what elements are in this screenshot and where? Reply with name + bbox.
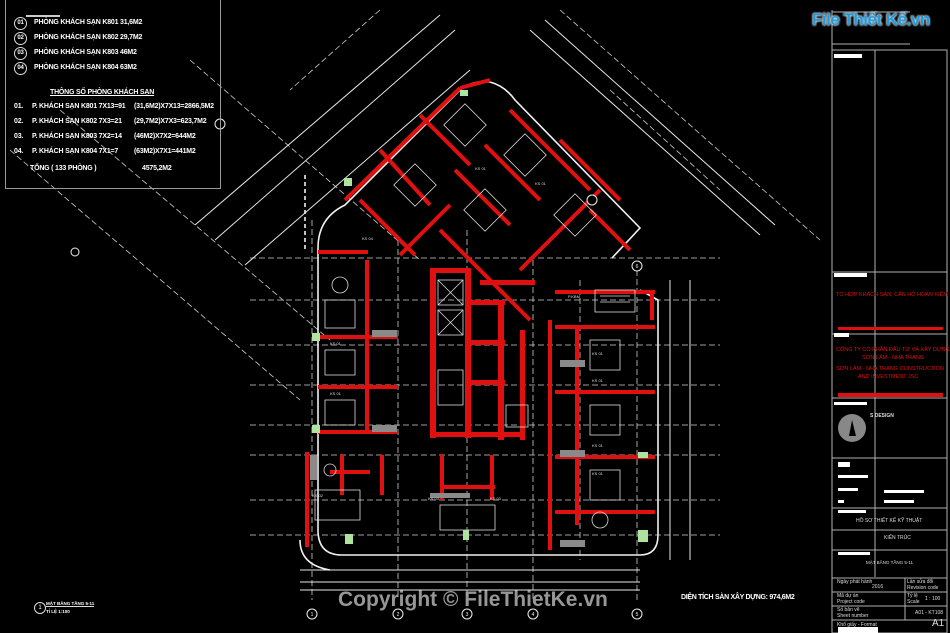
stats-num: 03. — [14, 133, 24, 140]
room-labels: KS 01 KS 01 KS 02 KS 03 KS 03 KS 04 KS 0… — [312, 166, 604, 501]
copyright-watermark: Copyright © FileThietKe.vn — [338, 588, 608, 611]
owner-name-vn-1: CÔNG TY CỔ PHẦN ĐẦU TƯ VÀ XÂY DỰNG — [836, 347, 950, 353]
room-label: KS 03 — [490, 496, 502, 501]
title-block-red-bars — [838, 327, 943, 397]
paper-format: A1 — [932, 618, 945, 629]
stats-area: (63M2)X7X1=441M2 — [134, 148, 196, 155]
owner-name-vn-2: SƠN LÂM - NHA TRANG — [862, 355, 925, 361]
room-label: KS 04 — [362, 236, 374, 241]
design-stage: HỒ SƠ THIẾT KẾ KỸ THUẬT — [856, 518, 923, 524]
sheet-number: A01 - KT108 — [915, 610, 944, 616]
stats-row: 04. P. KHÁCH SẠN K804 7X1=7 (63M2)X7X1=441… — [14, 148, 196, 155]
legend-label: PHÒNG KHÁCH SẠN K802 29,7M2 — [34, 34, 143, 41]
room-label: KS 01 — [330, 391, 342, 396]
sheet-label-en: Sheet number — [837, 613, 869, 619]
legend-item: 03 PHÒNG KHÁCH SẠN K803 46M2 — [14, 47, 137, 60]
stats-area: (31,6M2)X7X13=2866,5M2 — [134, 103, 214, 110]
legend-number: 04 — [14, 62, 27, 75]
discipline: KIẾN TRÚC — [884, 535, 911, 541]
columns — [312, 90, 648, 544]
legend-number: 02 — [14, 32, 27, 45]
stats-num: 02. — [14, 118, 24, 125]
room-label: KS 01 — [592, 443, 604, 448]
legend-number: 03 — [14, 47, 27, 60]
stats-num: 01. — [14, 103, 24, 110]
issue-date-label: Ngày phát hành — [837, 579, 873, 585]
revision-label-vn: Lần sửa đổi — [907, 579, 934, 585]
legend-label: PHÒNG KHÁCH SẠN K801 31,6M2 — [34, 19, 143, 26]
stats-title: THÔNG SỐ PHÒNG KHÁCH SẠN — [50, 89, 155, 96]
total-value: 4575,2M2 — [142, 165, 172, 172]
legend-item: 02 PHÒNG KHÁCH SẠN K802 29,7M2 — [14, 32, 142, 45]
filethietke-logo: File Thiết Kế.vn — [812, 10, 930, 29]
plan-scale: TỈ LỆ 1:100 — [46, 609, 70, 614]
furniture — [314, 103, 636, 531]
stats-label: P. KHÁCH SẠN K802 7X3=21 — [32, 118, 122, 125]
stats-area: (46M2)X7X2=644M2 — [134, 133, 196, 140]
issue-date: 2016 — [872, 584, 884, 590]
stats-label: P. KHÁCH SẠN K804 7X1=7 — [32, 148, 119, 155]
walls — [305, 250, 655, 550]
room-label: KS 02 — [312, 493, 324, 498]
floor-area-label: DIỆN TÍCH SÀN XÂY DỰNG: 974,6M2 — [681, 594, 795, 601]
wing-walls — [343, 78, 632, 322]
stats-num: 04. — [14, 148, 24, 155]
room-label: KS 01 — [592, 378, 604, 383]
grid-bubble-label: 4 — [532, 612, 535, 618]
room-label: KS 01 — [592, 351, 604, 356]
revision-label-en: Revision code — [907, 585, 939, 591]
designer-name: S DESIGN — [870, 413, 894, 419]
plan-title-bubble: 1 — [34, 602, 46, 614]
grid-bubbles — [70, 118, 643, 620]
stats-row: 01. P. KHÁCH SẠN K801 7X13=91 (31,6M2)X7X1… — [14, 103, 214, 110]
grid-bubble-label: 2 — [397, 612, 400, 618]
legend-number: 01 — [14, 17, 27, 30]
stats-row: 03. P. KHÁCH SẠN K803 7X2=14 (46M2)X7X2=64… — [14, 133, 196, 140]
designer-logo-mark — [849, 420, 856, 436]
stats-row: 02. P. KHÁCH SẠN K802 7X3=21 (29,7M2)X7X3=… — [14, 118, 207, 125]
scale-label-vn: Tỷ lệ — [907, 593, 918, 599]
wardrobes — [310, 330, 585, 547]
scale-value: 1 : 100 — [925, 596, 941, 602]
drawing-title: MẶT BẰNG TẦNG 5-11 — [866, 560, 914, 565]
grid-bubble-label: 6 — [636, 264, 639, 270]
stats-label: P. KHÁCH SẠN K801 7X13=91 — [32, 103, 126, 110]
owner-name-en-1: SƠN LÂM - NHA TRANG CONSTRUCTION — [836, 366, 944, 372]
format-label: Khổ giấy - Format — [837, 622, 877, 628]
room-label: KS 03 — [428, 496, 440, 501]
room-label: KS 01 — [535, 181, 547, 186]
grid-bubble-label: 1 — [311, 612, 314, 618]
owner-name-en-2: AND INVESTMENT JSC — [858, 374, 919, 380]
plan-title: MẶT BẰNG TẦNG 5-11 — [46, 601, 95, 607]
legend-item: 01 PHÒNG KHÁCH SẠN K801 31,6M2 — [14, 17, 142, 30]
total-label: TỔNG ( 133 PHÒNG ) — [30, 165, 97, 172]
room-label: KS 01 — [592, 471, 604, 476]
room-label: KS 01 — [475, 166, 487, 171]
stats-area: (29,7M2)X7X3=623,7M2 — [134, 118, 207, 125]
grid-bubble-label: 5 — [636, 612, 639, 618]
dimension-lines — [194, 14, 776, 591]
scale-label-en: Scale — [907, 599, 920, 605]
room-label: KS 01 — [330, 341, 342, 346]
title-block-frame — [831, 10, 948, 633]
sheet-label-vn: Số bản vẽ — [837, 607, 860, 613]
project-code-label-vn: Mã dự án — [837, 593, 859, 599]
stats-label: P. KHÁCH SẠN K803 7X2=14 — [32, 133, 122, 140]
title-block-placeholders — [834, 54, 924, 633]
grid-lines — [9, 9, 821, 600]
stair-label: P.KBM — [568, 294, 580, 299]
project-code-label-en: Project code — [837, 599, 865, 605]
legend-label: PHÒNG KHÁCH SẠN K804 63M2 — [34, 64, 137, 71]
grid-bubble-label: 3 — [466, 612, 469, 618]
legend-label: PHÒNG KHÁCH SẠN K803 46M2 — [34, 49, 137, 56]
project-name: TỔ HỢP KHÁCH SẠN, CĂN HỘ HOÀN KIẾM — [836, 292, 948, 298]
legend-item: 04 PHÒNG KHÁCH SẠN K804 63M2 — [14, 62, 137, 75]
